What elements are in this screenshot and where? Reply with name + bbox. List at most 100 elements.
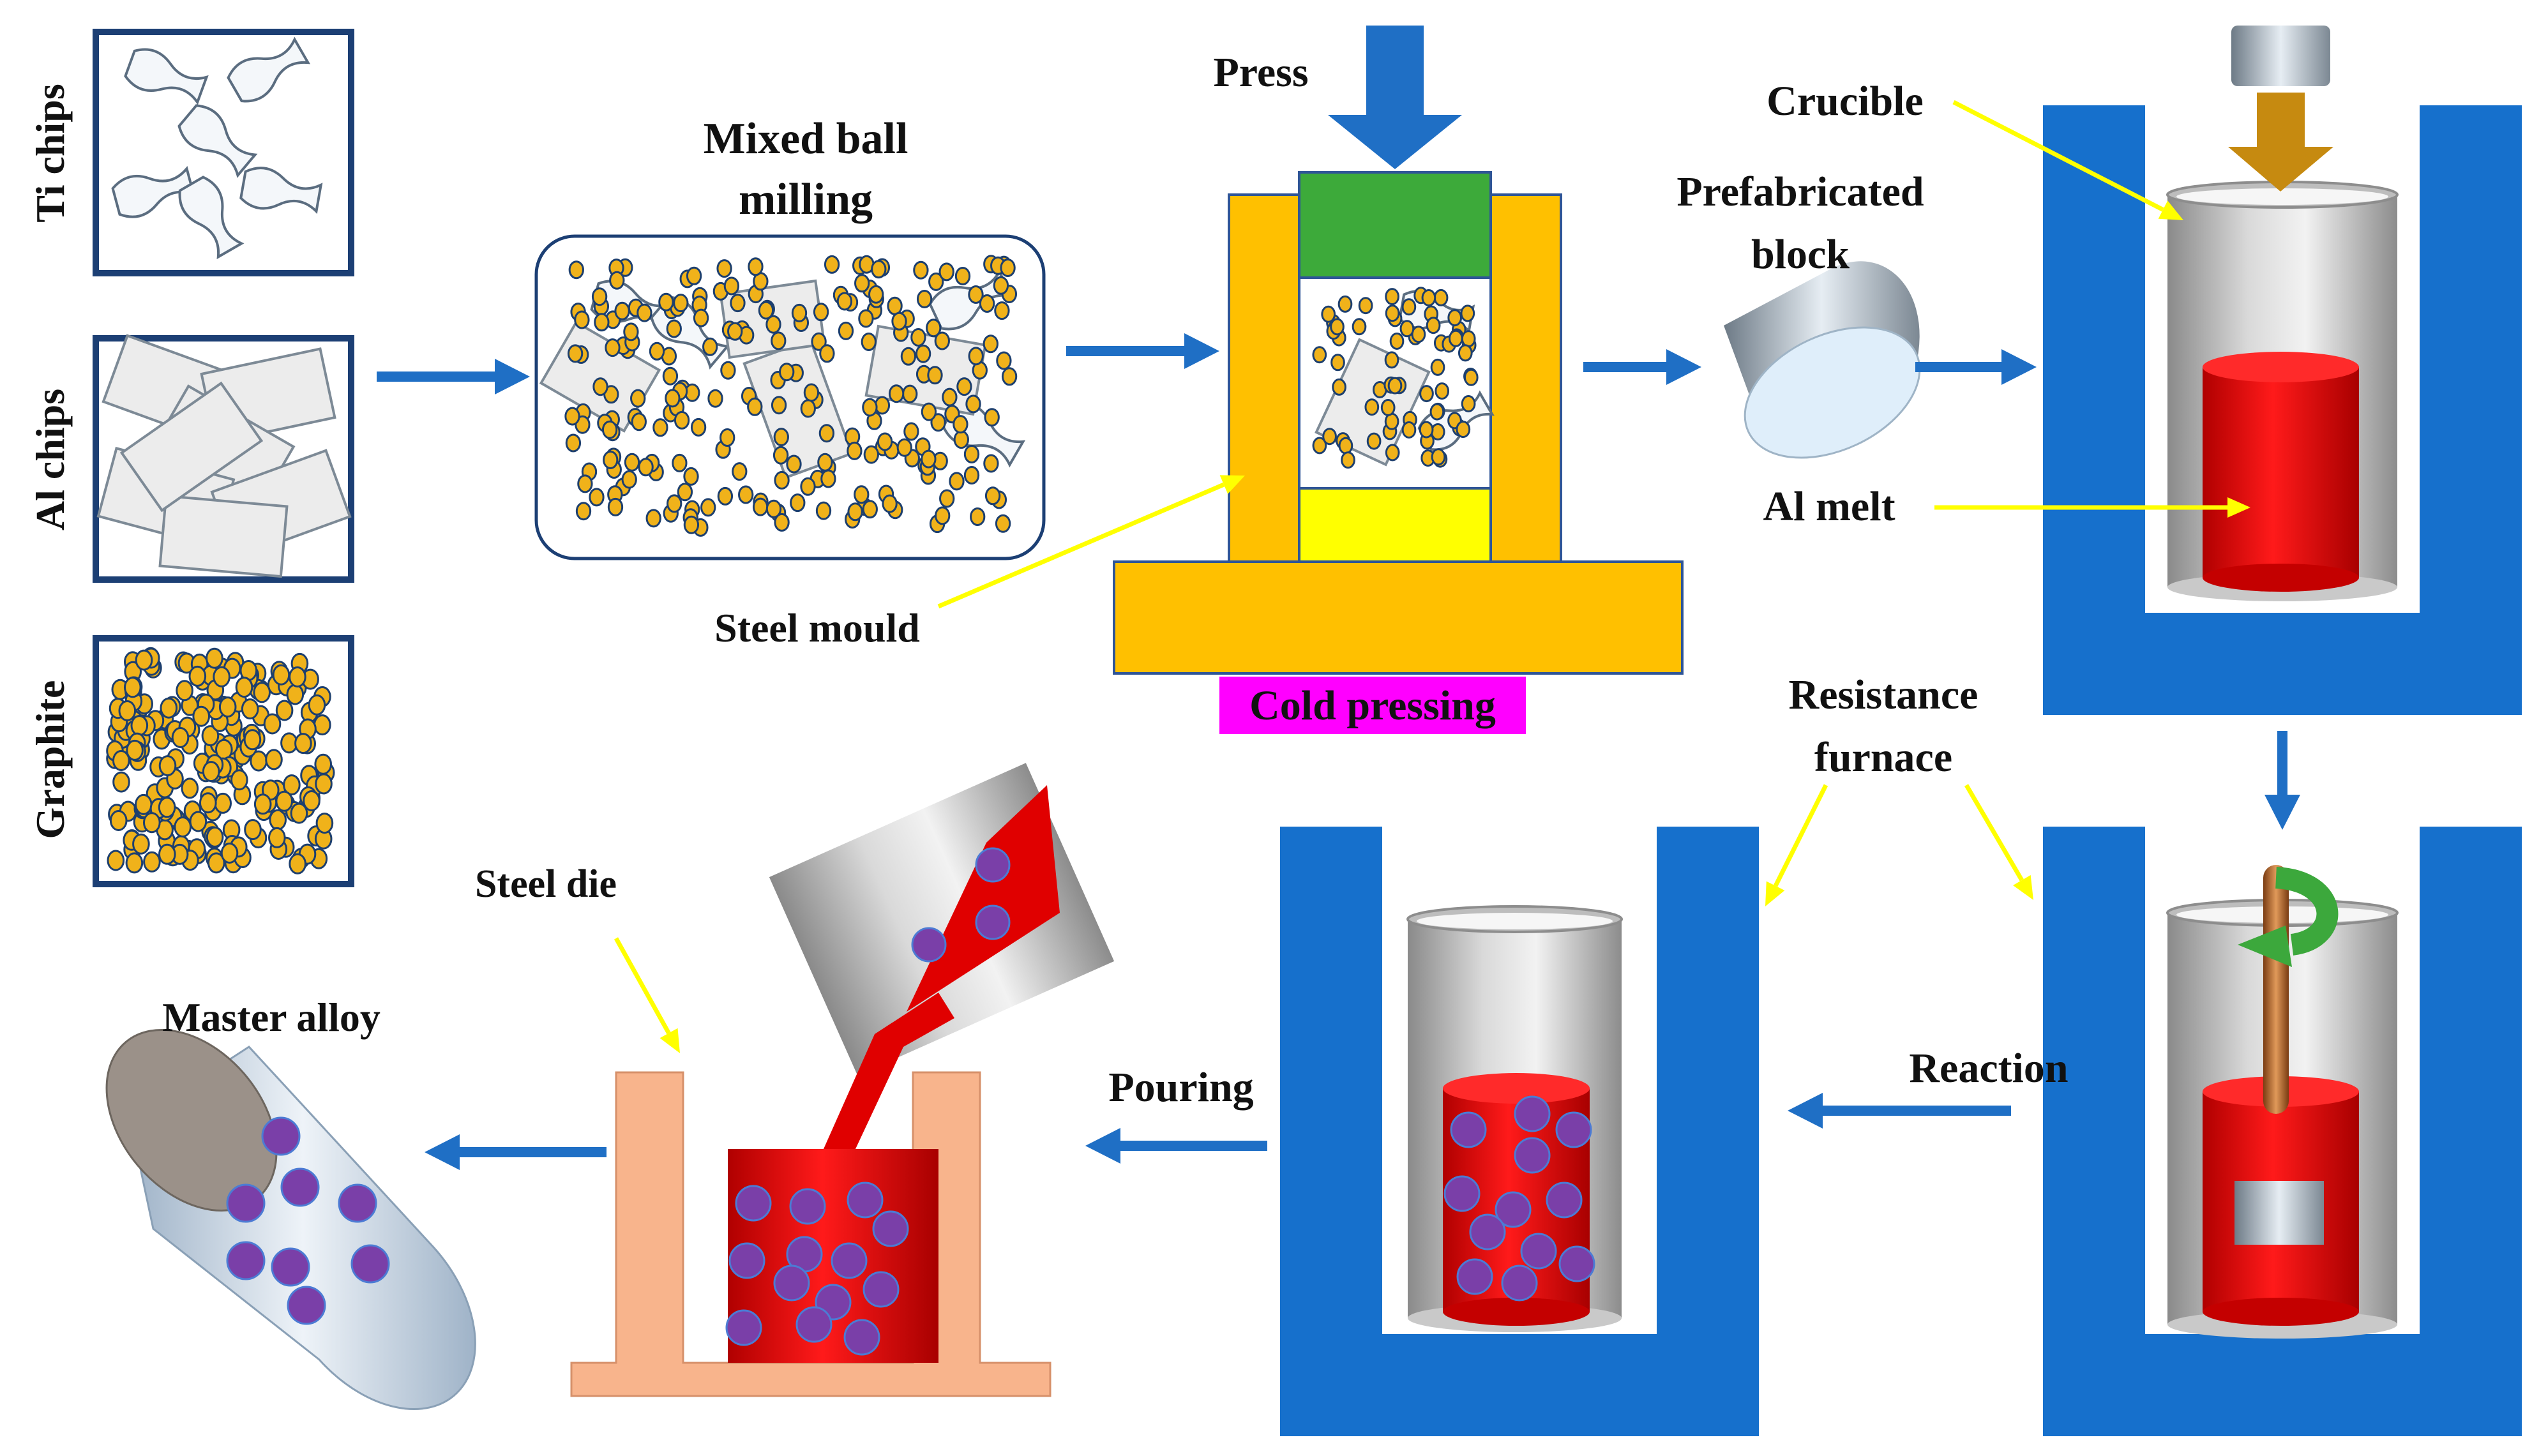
graphite-particle <box>158 755 177 777</box>
graphite-particle <box>286 684 305 705</box>
stir-head <box>2238 926 2292 967</box>
die-particle <box>831 1242 868 1279</box>
mix-graphite-particle <box>939 489 955 508</box>
arrow-to-prefabricated-block <box>1583 349 1701 385</box>
arrow-pouring <box>1085 1128 1267 1164</box>
mix-graphite-particle <box>913 260 929 280</box>
master-alloy-particle <box>226 1241 266 1280</box>
mixed-ball-milling-box <box>534 234 1046 560</box>
mix-graphite-particle <box>732 462 748 481</box>
graphite-particle <box>160 697 178 719</box>
mix-graphite-particle <box>747 397 763 416</box>
block-input <box>2231 26 2330 86</box>
ladle-particle <box>975 847 1011 883</box>
mix-graphite-particle <box>637 303 652 322</box>
arrow-reaction-to-furnace-head <box>1788 1093 1823 1129</box>
mix-graphite-particle <box>910 328 926 347</box>
master-alloy-particle <box>287 1286 326 1325</box>
reacted-particle <box>1469 1213 1506 1250</box>
graphite-particle <box>143 812 161 834</box>
mix-graphite-particle <box>574 310 590 329</box>
mix-graphite-particle <box>607 497 624 516</box>
mix-graphite-particle <box>791 303 808 322</box>
graphite-particle <box>181 777 199 799</box>
press-graphite-particle <box>1421 289 1436 306</box>
die-particle <box>847 1182 884 1219</box>
graphite-particle <box>275 790 294 812</box>
press-graphite-particle <box>1461 395 1476 412</box>
resistance-furnace-1 <box>2043 105 2522 715</box>
lower-punch <box>1298 487 1492 563</box>
arrow-to-cold-pressing <box>1066 333 1219 369</box>
graphite-particle <box>289 666 306 687</box>
graphite-particle <box>143 851 161 873</box>
steel-mould-callout <box>937 475 1245 609</box>
press-graphite-particle <box>1461 330 1476 348</box>
steel-die-label: Steel die <box>475 862 617 906</box>
press-graphite-particle <box>1364 398 1380 416</box>
die-particle <box>843 1319 880 1356</box>
mix-graphite-particle <box>773 428 789 447</box>
graphite-particle <box>244 819 262 841</box>
reacted-particle <box>1456 1258 1493 1295</box>
steel-die-callout-line <box>614 937 671 1035</box>
mix-graphite-particle <box>896 438 912 457</box>
press-graphite-particle <box>1387 377 1403 394</box>
graphite-particle <box>283 774 301 796</box>
graphite-particle <box>290 802 308 824</box>
cold-pressing-assembly <box>1113 171 1684 675</box>
al-chips-box <box>93 334 354 583</box>
press-graphite-particle <box>1358 297 1373 315</box>
ti-chip <box>124 48 209 105</box>
mix-graphite-particle <box>693 308 709 327</box>
graphite-particle <box>289 853 306 874</box>
mix-graphite-particle <box>800 477 816 496</box>
graphite-particle <box>213 666 230 687</box>
mix-graphite-particle <box>658 292 674 311</box>
graphite-particle <box>268 827 286 848</box>
graphite-particle <box>206 826 224 848</box>
graphite-particle <box>253 793 272 815</box>
mixed-ball-milling-label-1: Mixed ball <box>704 114 908 163</box>
ti-chips-box <box>93 29 354 276</box>
mix-graphite-particle <box>738 485 754 504</box>
mix-graphite-particle <box>963 445 980 463</box>
graphite-particle <box>118 700 137 721</box>
mix-graphite-particle <box>854 485 870 504</box>
mix-graphite-particle <box>727 322 743 341</box>
mix-graphite-particle <box>665 389 681 408</box>
mix-graphite-particle <box>916 290 933 308</box>
master-alloy-label: Master alloy <box>162 994 381 1040</box>
mix-graphite-particle <box>863 445 879 464</box>
steel-die-callout <box>614 937 680 1053</box>
press-graphite-particle <box>1456 421 1471 439</box>
mix-graphite-particle <box>868 285 884 304</box>
reacted-particle <box>1443 1175 1481 1212</box>
reacted-particle <box>1558 1245 1595 1282</box>
press-graphite-particle <box>1389 333 1405 350</box>
mix-graphite-particle <box>765 499 782 518</box>
mix-graphite-particle <box>603 451 619 469</box>
mix-graphite-particle <box>774 470 790 490</box>
press-graphite-particle <box>1399 320 1415 338</box>
press-graphite-particle <box>1385 444 1400 462</box>
reaction-melt <box>2203 1076 2359 1326</box>
mix-graphite-particle <box>765 315 781 334</box>
press-graphite-particle <box>1321 305 1336 323</box>
press-graphite-particle <box>1380 399 1396 416</box>
reacted-particle <box>1495 1191 1532 1228</box>
mix-graphite-particle <box>993 276 1009 295</box>
press-graphite-particle <box>1338 437 1353 454</box>
press-graphite-particle <box>1322 428 1337 446</box>
mix-graphite-particle <box>702 337 718 356</box>
graphite-label: Graphite <box>27 680 73 839</box>
mix-graphite-particle <box>813 303 829 322</box>
steel-mould-callout-line <box>937 482 1225 609</box>
steel-die-callout-head <box>659 1028 680 1053</box>
al-melt-cylinder-bottom <box>2203 564 2359 592</box>
mix-graphite-particle <box>983 454 999 473</box>
mix-graphite-particle <box>820 469 836 488</box>
mix-graphite-particle <box>930 413 946 432</box>
reaction-melt-bottom <box>2203 1298 2359 1326</box>
al-chip <box>158 494 289 578</box>
